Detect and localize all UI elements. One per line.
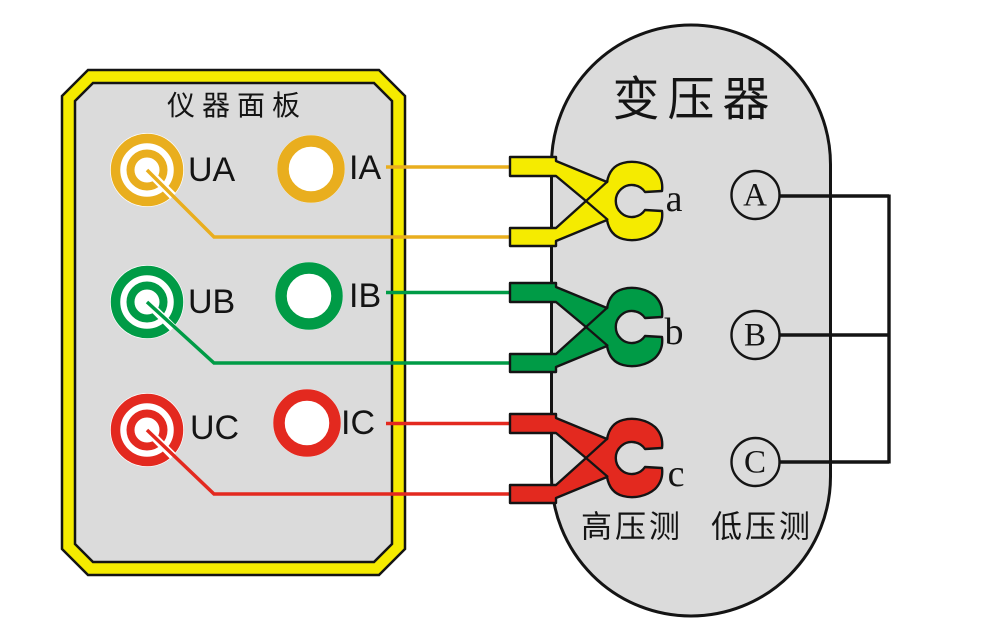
clamp-a: [508, 155, 664, 248]
lv-terminal-c-label: C: [743, 444, 767, 481]
terminal-ia-socket: [277, 135, 345, 203]
hv-side-label: 高压测: [581, 509, 683, 545]
transformer-title: 变压器: [612, 74, 778, 127]
hv-terminal-a-label: a: [665, 178, 683, 220]
terminal-ib-label: IB: [349, 277, 382, 315]
wire-uc-to-clamp-c: [145, 428, 516, 496]
panel-title: 仪器面板: [166, 91, 308, 122]
clamp-b: [508, 281, 664, 374]
wire-ub-to-clamp-b: [145, 300, 516, 365]
terminal-ib-socket: [275, 262, 343, 330]
hv-terminal-c-label: c: [667, 453, 685, 495]
hv-terminal-b-label: b: [664, 311, 684, 353]
wire-ua-to-clamp-a: [145, 168, 516, 239]
terminal-ic-socket: [273, 389, 341, 457]
terminal-uc-label: UC: [190, 409, 240, 447]
lv-side-label: 低压测: [711, 509, 813, 545]
lv-terminal-a-label: A: [743, 177, 767, 214]
lv-terminal-b-label: B: [743, 317, 767, 354]
terminal-ub-label: UB: [188, 283, 236, 321]
terminal-ua-label: UA: [188, 151, 236, 189]
terminal-ic-label: IC: [341, 404, 375, 442]
clamp-c: [508, 412, 664, 505]
terminal-ia-label: IA: [349, 149, 382, 187]
instrument-panel: [60, 68, 407, 577]
